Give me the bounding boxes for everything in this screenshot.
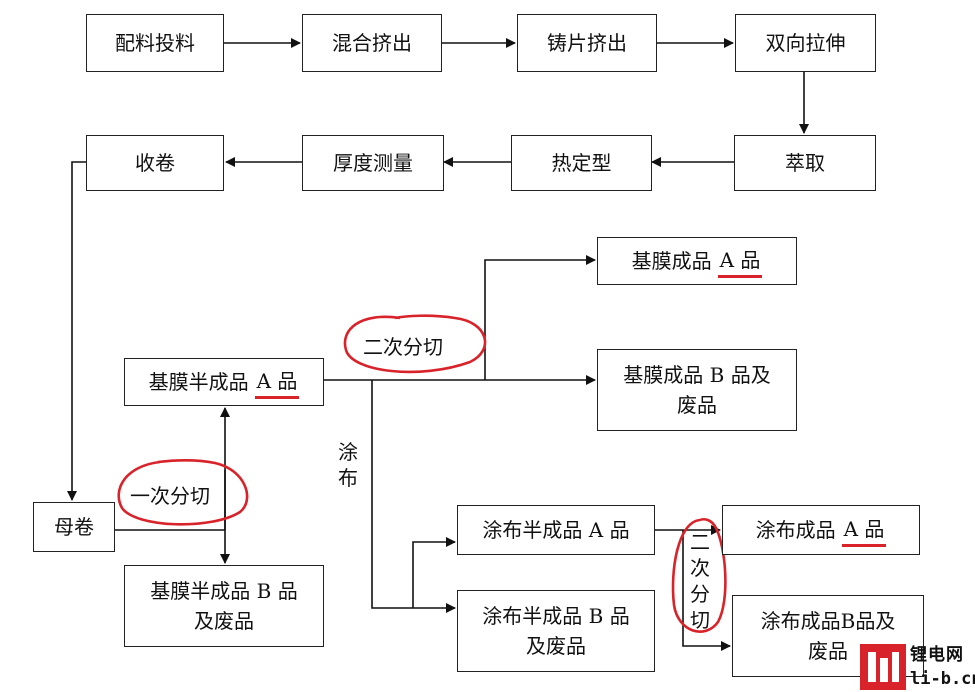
step-mixing-box: 混合挤出 <box>302 14 442 72</box>
watermark-cn: 锂电网 <box>910 645 964 665</box>
logo-mark-icon <box>860 644 906 690</box>
coat-final-a-prefix: 涂布成品 <box>755 518 836 542</box>
coat-final-a-mark: A 品 <box>841 514 887 547</box>
second-slit-v3: 分 <box>690 582 710 606</box>
coat-semi-a-label: 涂布半成品 A 品 <box>482 518 630 542</box>
arrow-step8-mother <box>67 161 86 501</box>
highlight-circle-second-slit <box>343 314 487 374</box>
coat-semi-b-line2: 及废品 <box>526 634 586 658</box>
step-heatset-box: 热定型 <box>511 135 652 191</box>
arrow-to-coat-semi-a <box>412 537 456 608</box>
step-stretching-box: 双向拉伸 <box>735 14 876 72</box>
coat-semi-b-box: 涂布半成品 B 品 及废品 <box>457 590 655 672</box>
coat-semi-b-line1: 涂布半成品 B 品 <box>482 604 630 628</box>
step-extraction-box: 萃取 <box>734 135 876 191</box>
second-slit-v1: 二 <box>690 530 710 554</box>
step-extraction-label: 萃取 <box>785 151 825 175</box>
arrow-to-final-a <box>484 255 596 380</box>
step-mixing-label: 混合挤出 <box>332 31 412 55</box>
coating-label-2: 布 <box>338 466 358 490</box>
final-b-box: 基膜成品 B 品及 废品 <box>597 349 797 431</box>
mother-roll-box: 母卷 <box>33 502 115 552</box>
step-thickness-box: 厚度测量 <box>302 135 444 191</box>
watermark-logo: 锂电网 li-b.cn <box>860 644 975 692</box>
second-slit-v4: 切 <box>690 608 710 632</box>
final-b-line2: 废品 <box>677 393 717 417</box>
coat-semi-a-box: 涂布半成品 A 品 <box>457 505 655 555</box>
step-thickness-label: 厚度测量 <box>333 151 413 175</box>
watermark-en: li-b.cn <box>910 669 975 689</box>
final-b-line1: 基膜成品 B 品及 <box>623 363 771 387</box>
semi-b-line1: 基膜半成品 B 品 <box>150 579 298 603</box>
step-casting-label: 铸片挤出 <box>547 31 627 55</box>
highlight-circle-second-slit-vertical <box>671 517 727 633</box>
step-stretching-label: 双向拉伸 <box>765 31 846 55</box>
first-slit-label: 一次分切 <box>130 484 210 508</box>
highlight-circle-first-slit <box>117 458 249 526</box>
coat-final-b-line1: 涂布成品B品及 <box>760 609 896 633</box>
step-heatset-label: 热定型 <box>551 151 612 175</box>
second-slit-label: 二次分切 <box>363 335 443 359</box>
step-casting-box: 铸片挤出 <box>517 14 657 72</box>
final-a-prefix: 基膜成品 <box>631 249 712 273</box>
semi-b-line2: 及废品 <box>194 609 254 633</box>
coating-label-1: 涂 <box>338 440 358 464</box>
arrow-to-coat-final-b <box>682 530 731 651</box>
step-batching-box: 配料投料 <box>86 14 224 72</box>
final-a-mark: A 品 <box>717 245 763 278</box>
second-slit-v2: 次 <box>690 556 710 580</box>
semi-a-prefix: 基膜半成品 <box>148 370 249 394</box>
step-batching-label: 配料投料 <box>115 31 195 55</box>
step-reel-label: 收卷 <box>135 151 175 175</box>
coat-final-b-line2: 废品 <box>808 639 848 663</box>
mother-roll-label: 母卷 <box>54 515 94 539</box>
line-coating-branch <box>371 380 413 609</box>
semi-b-box: 基膜半成品 B 品 及废品 <box>124 565 324 647</box>
step-reel-box: 收卷 <box>86 135 224 191</box>
semi-a-mark: A 品 <box>254 366 300 399</box>
